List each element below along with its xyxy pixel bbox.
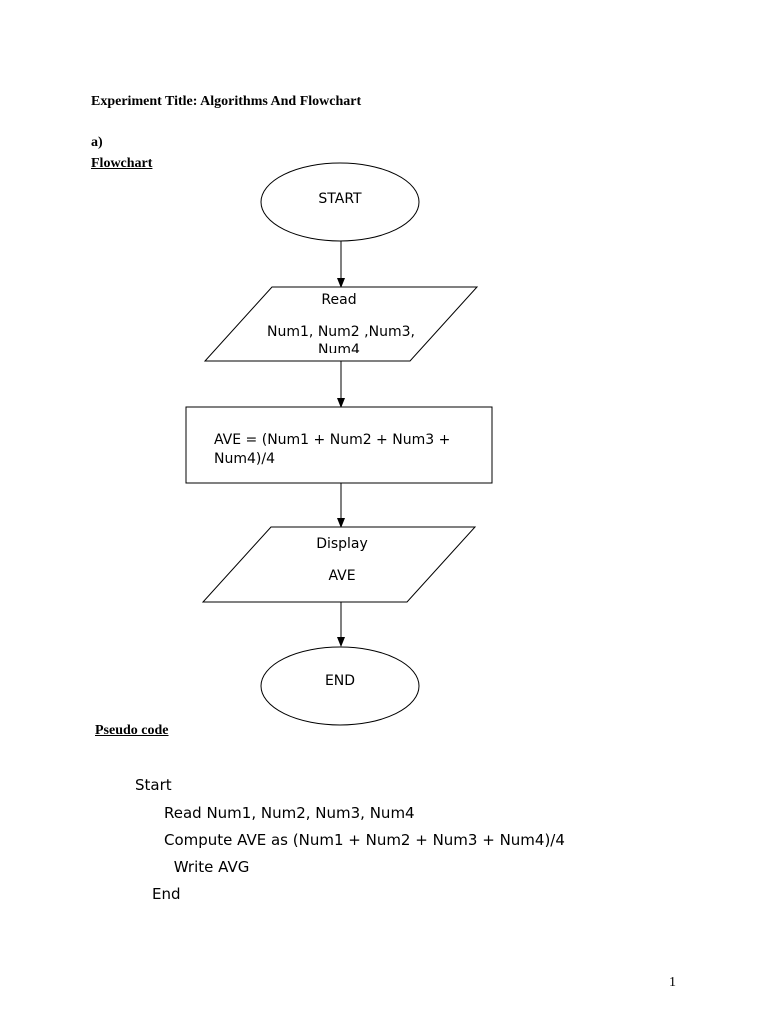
output-parallelogram	[201, 526, 477, 603]
end-terminal	[260, 646, 420, 726]
pseudo-code-line: Read Num1, Num2, Num3, Num4	[164, 804, 415, 822]
process-box	[185, 406, 493, 484]
pseudo-code-heading: Pseudo code	[95, 723, 169, 738]
input-parallelogram	[203, 286, 479, 362]
start-terminal	[260, 162, 420, 242]
end-label: END	[325, 673, 355, 689]
section-label: a)	[91, 135, 103, 150]
input-label-vars: Num1, Num2 ,Num3,	[267, 324, 415, 340]
input-label-read: Read	[321, 292, 356, 308]
page-number: 1	[669, 975, 676, 990]
output-label-ave: AVE	[328, 568, 355, 584]
experiment-title: Experiment Title: Algorithms And Flowcha…	[91, 94, 362, 109]
pseudo-code-line: Compute AVE as (Num1 + Num2 + Num3 + Num…	[164, 831, 565, 849]
process-label-line2: Num4)/4	[214, 451, 275, 467]
start-label: START	[318, 191, 362, 207]
pseudo-code-line: End	[152, 885, 181, 903]
process-label-line1: AVE = (Num1 + Num2 + Num3 +	[214, 432, 450, 448]
flowchart-heading: Flowchart	[91, 156, 153, 171]
pseudo-code-line: Write AVG	[169, 858, 250, 876]
output-label-display: Display	[316, 536, 368, 552]
input-label-vars-cont: Num4	[318, 342, 360, 358]
pseudo-code-line: Start	[135, 776, 172, 794]
